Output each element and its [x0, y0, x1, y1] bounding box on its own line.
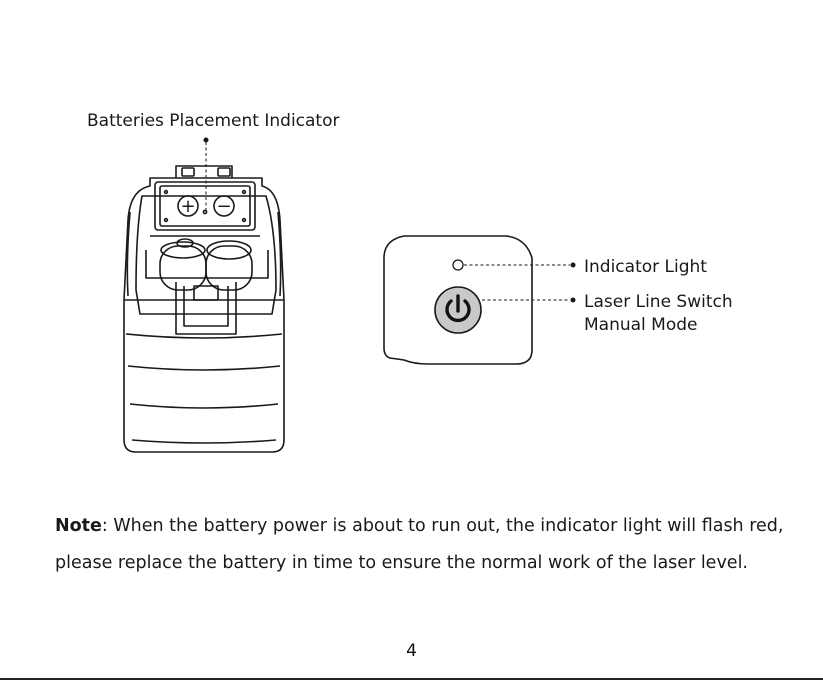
- minus-symbol: −: [216, 196, 231, 217]
- laser-switch-label: Laser Line Switch: [584, 291, 733, 313]
- note-line-2: please replace the battery in time to en…: [55, 551, 748, 575]
- bottom-rule: [0, 678, 823, 680]
- power-button: [435, 287, 481, 333]
- page-number: 4: [0, 640, 823, 662]
- indicator-light-label: Indicator Light: [584, 256, 707, 278]
- indicator-light: [453, 260, 463, 270]
- plus-symbol: +: [180, 196, 195, 217]
- manual-mode-label: Manual Mode: [584, 314, 698, 336]
- control-panel-illustration: [384, 236, 576, 364]
- battery-compartment-illustration: [124, 166, 284, 452]
- note-prefix: Note: [55, 516, 102, 536]
- note-text-1: : When the battery power is about to run…: [102, 516, 784, 536]
- battery-placement-label: Batteries Placement Indicator: [87, 110, 340, 132]
- note-line-1: Note: When the battery power is about to…: [55, 514, 783, 538]
- battery-indicator-leader: [204, 138, 209, 213]
